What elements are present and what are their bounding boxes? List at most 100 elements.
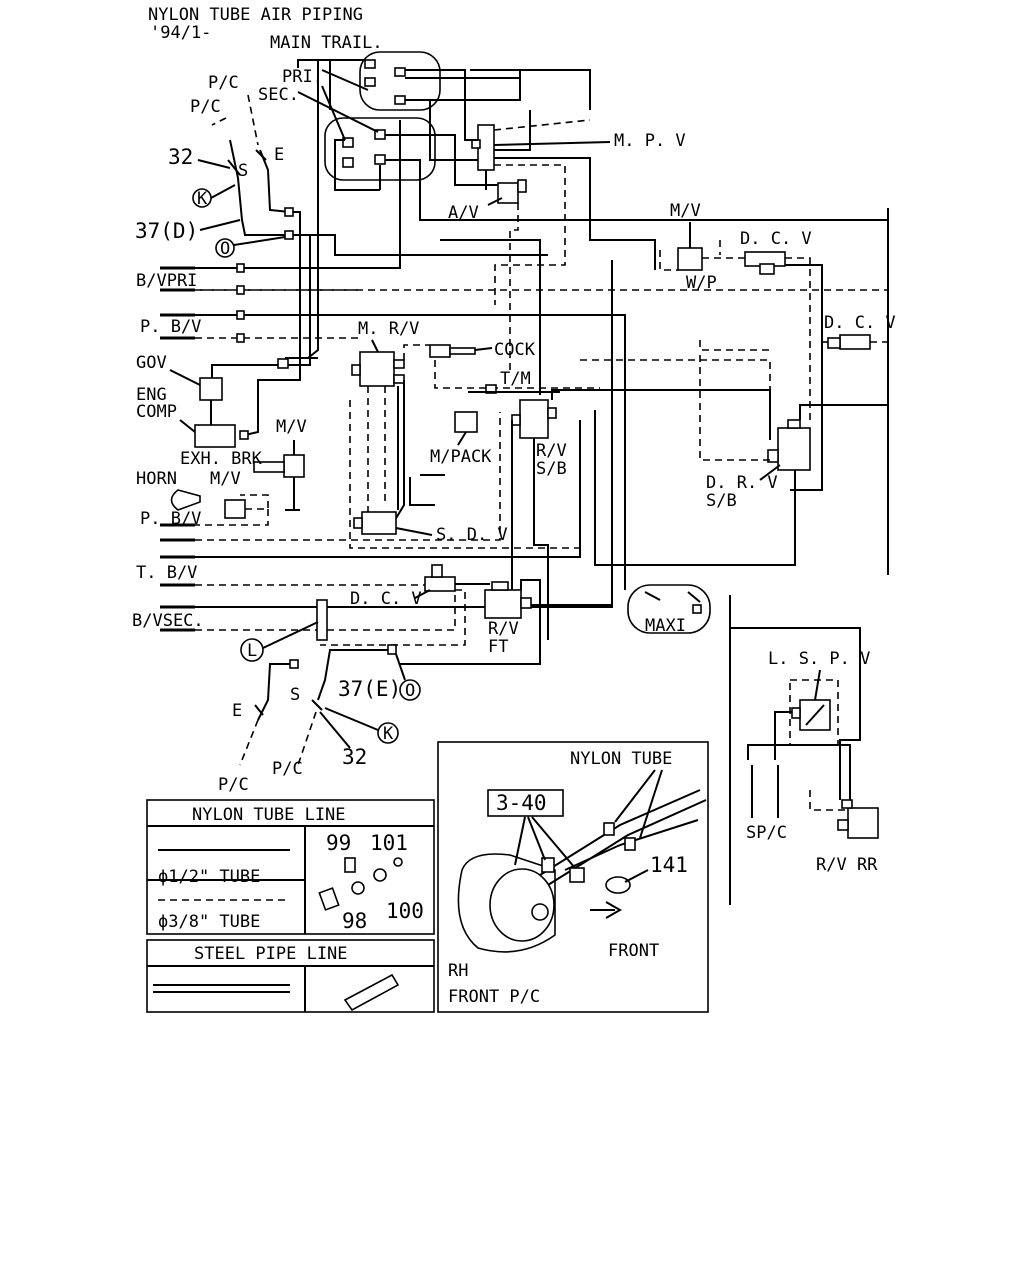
legend-tube-3-8: ϕ3/8" TUBE [158,912,260,932]
dcv-lower-label: D. C. V [350,589,422,609]
eng-label: ENG [136,385,167,405]
mv-exh-brk [253,454,305,478]
rv-sb-label-2: S/B [536,459,567,479]
pri-sec-tank [324,117,436,181]
bracket-l [316,599,328,641]
inset-front: FRONT [608,941,659,961]
pc-label-3: P/C [218,775,249,795]
cock-valve [429,344,476,358]
rv-sb-valve [511,399,557,439]
legend-nylon [146,799,435,935]
dcv-top-label: D. C. V [740,229,812,249]
inset-front-pc: FRONT P/C [448,987,540,1007]
cock-label: COCK [494,340,536,360]
mpack [454,411,478,433]
pri-label: PRI. [282,67,323,87]
ft-label: FT [488,637,508,657]
bvpri-label: B/VPRI [136,271,197,291]
l-text: L [247,641,257,661]
pc-label-2: P/C [190,97,221,117]
inset-part-141: 141 [650,853,688,877]
comp-label: COMP [136,402,177,422]
sdv-valve [353,511,397,535]
mpv-valve [471,124,495,171]
inset-detail [437,741,709,1013]
wp-label: W/P [686,273,717,293]
dcv-right-valve [827,334,871,350]
rv-rr-valve [837,799,879,839]
rv-ft-label: R/V [488,619,519,639]
part-32-bottom: 32 [342,745,367,769]
legend-nylon-header: NYLON TUBE LINE [192,805,346,825]
pc-label-4: P/C [272,759,303,779]
rv-rr-label: R/V RR [816,855,878,875]
mpv-label: M. P. V [614,131,686,151]
drv-label: D. R. V [706,473,778,493]
mv-mid-label: M/V [276,417,307,437]
e-bottom-label: E [232,701,242,721]
inset-rh: RH [448,961,468,981]
legend-part-99: 99 [326,831,351,855]
main-trail-tank [359,51,441,111]
mv-top-label: M/V [670,201,701,221]
main-trail-label: MAIN TRAIL. [270,33,383,53]
inset-nylon-tube: NYLON TUBE [570,749,672,769]
mrv-valve [351,351,405,387]
o-top-text: O [220,239,230,259]
hose-top [227,139,291,236]
mv-horn-valve [224,499,246,519]
pbv-mid-label: P. B/V [140,509,201,529]
part-37e: 37(E) [338,677,401,701]
drv-sb-label: S/B [706,491,737,511]
spc-hoses [751,765,779,818]
s-top-label: S [238,161,248,181]
callout-o-top [215,238,235,258]
horn [170,489,201,511]
av-label: A/V [448,203,479,223]
dcv-top-valve [744,251,786,275]
sec-label: SEC. [258,85,299,105]
maxi-chamber [627,584,711,634]
legend-part-100: 100 [386,899,424,923]
tm-label: T/M [500,369,531,389]
part-37d: 37(D) [135,219,198,243]
mv-horn-label: M/V [210,469,241,489]
spc-label: SP/C [746,823,787,843]
legend-part-98: 98 [342,909,367,933]
callout-l [240,638,264,662]
k-top-text: K [197,189,208,209]
dcv-right-label: D. C. V [824,313,896,333]
k-bottom-text: K [383,724,394,744]
mpack-label: M/PACK [430,447,492,467]
callout-k-bottom [377,722,399,744]
legend-steel [146,939,435,1013]
part-32-top: 32 [168,145,193,169]
pbv-top-label: P. B/V [140,317,201,337]
mv-top-valve [677,247,703,271]
engine-compressor [194,424,236,448]
maxi-label: MAXI [645,616,686,636]
diagram-title: NYLON TUBE AIR PIPING [148,5,363,25]
lspv-label: L. S. P. V [768,649,870,669]
drv-sb-valve [767,419,811,471]
hose-bottom [254,649,390,721]
lspv-valve [791,699,831,731]
callout-o-bottom [399,679,421,701]
legend-part-101: 101 [370,831,408,855]
pc-label-1: P/C [208,73,239,93]
governor [199,377,223,401]
left-pipe-ends [195,120,626,590]
tbv-label: T. B/V [136,563,197,583]
horn-label: HORN [136,469,177,489]
bvsec-label: B/VSEC. [132,611,204,631]
s-bottom-label: S [290,685,300,705]
exh-brk-label: EXH. BRK [180,449,263,469]
gov-label: GOV [136,353,167,373]
rv-ft-valve [484,581,532,619]
mrv-label: M. R/V [358,319,419,339]
inset-ref: 3-40 [496,791,547,815]
legend-tube-half: ϕ1/2" TUBE [158,867,260,887]
o-bottom-text: O [405,681,415,701]
sdv-label: S. D. V [436,525,508,545]
